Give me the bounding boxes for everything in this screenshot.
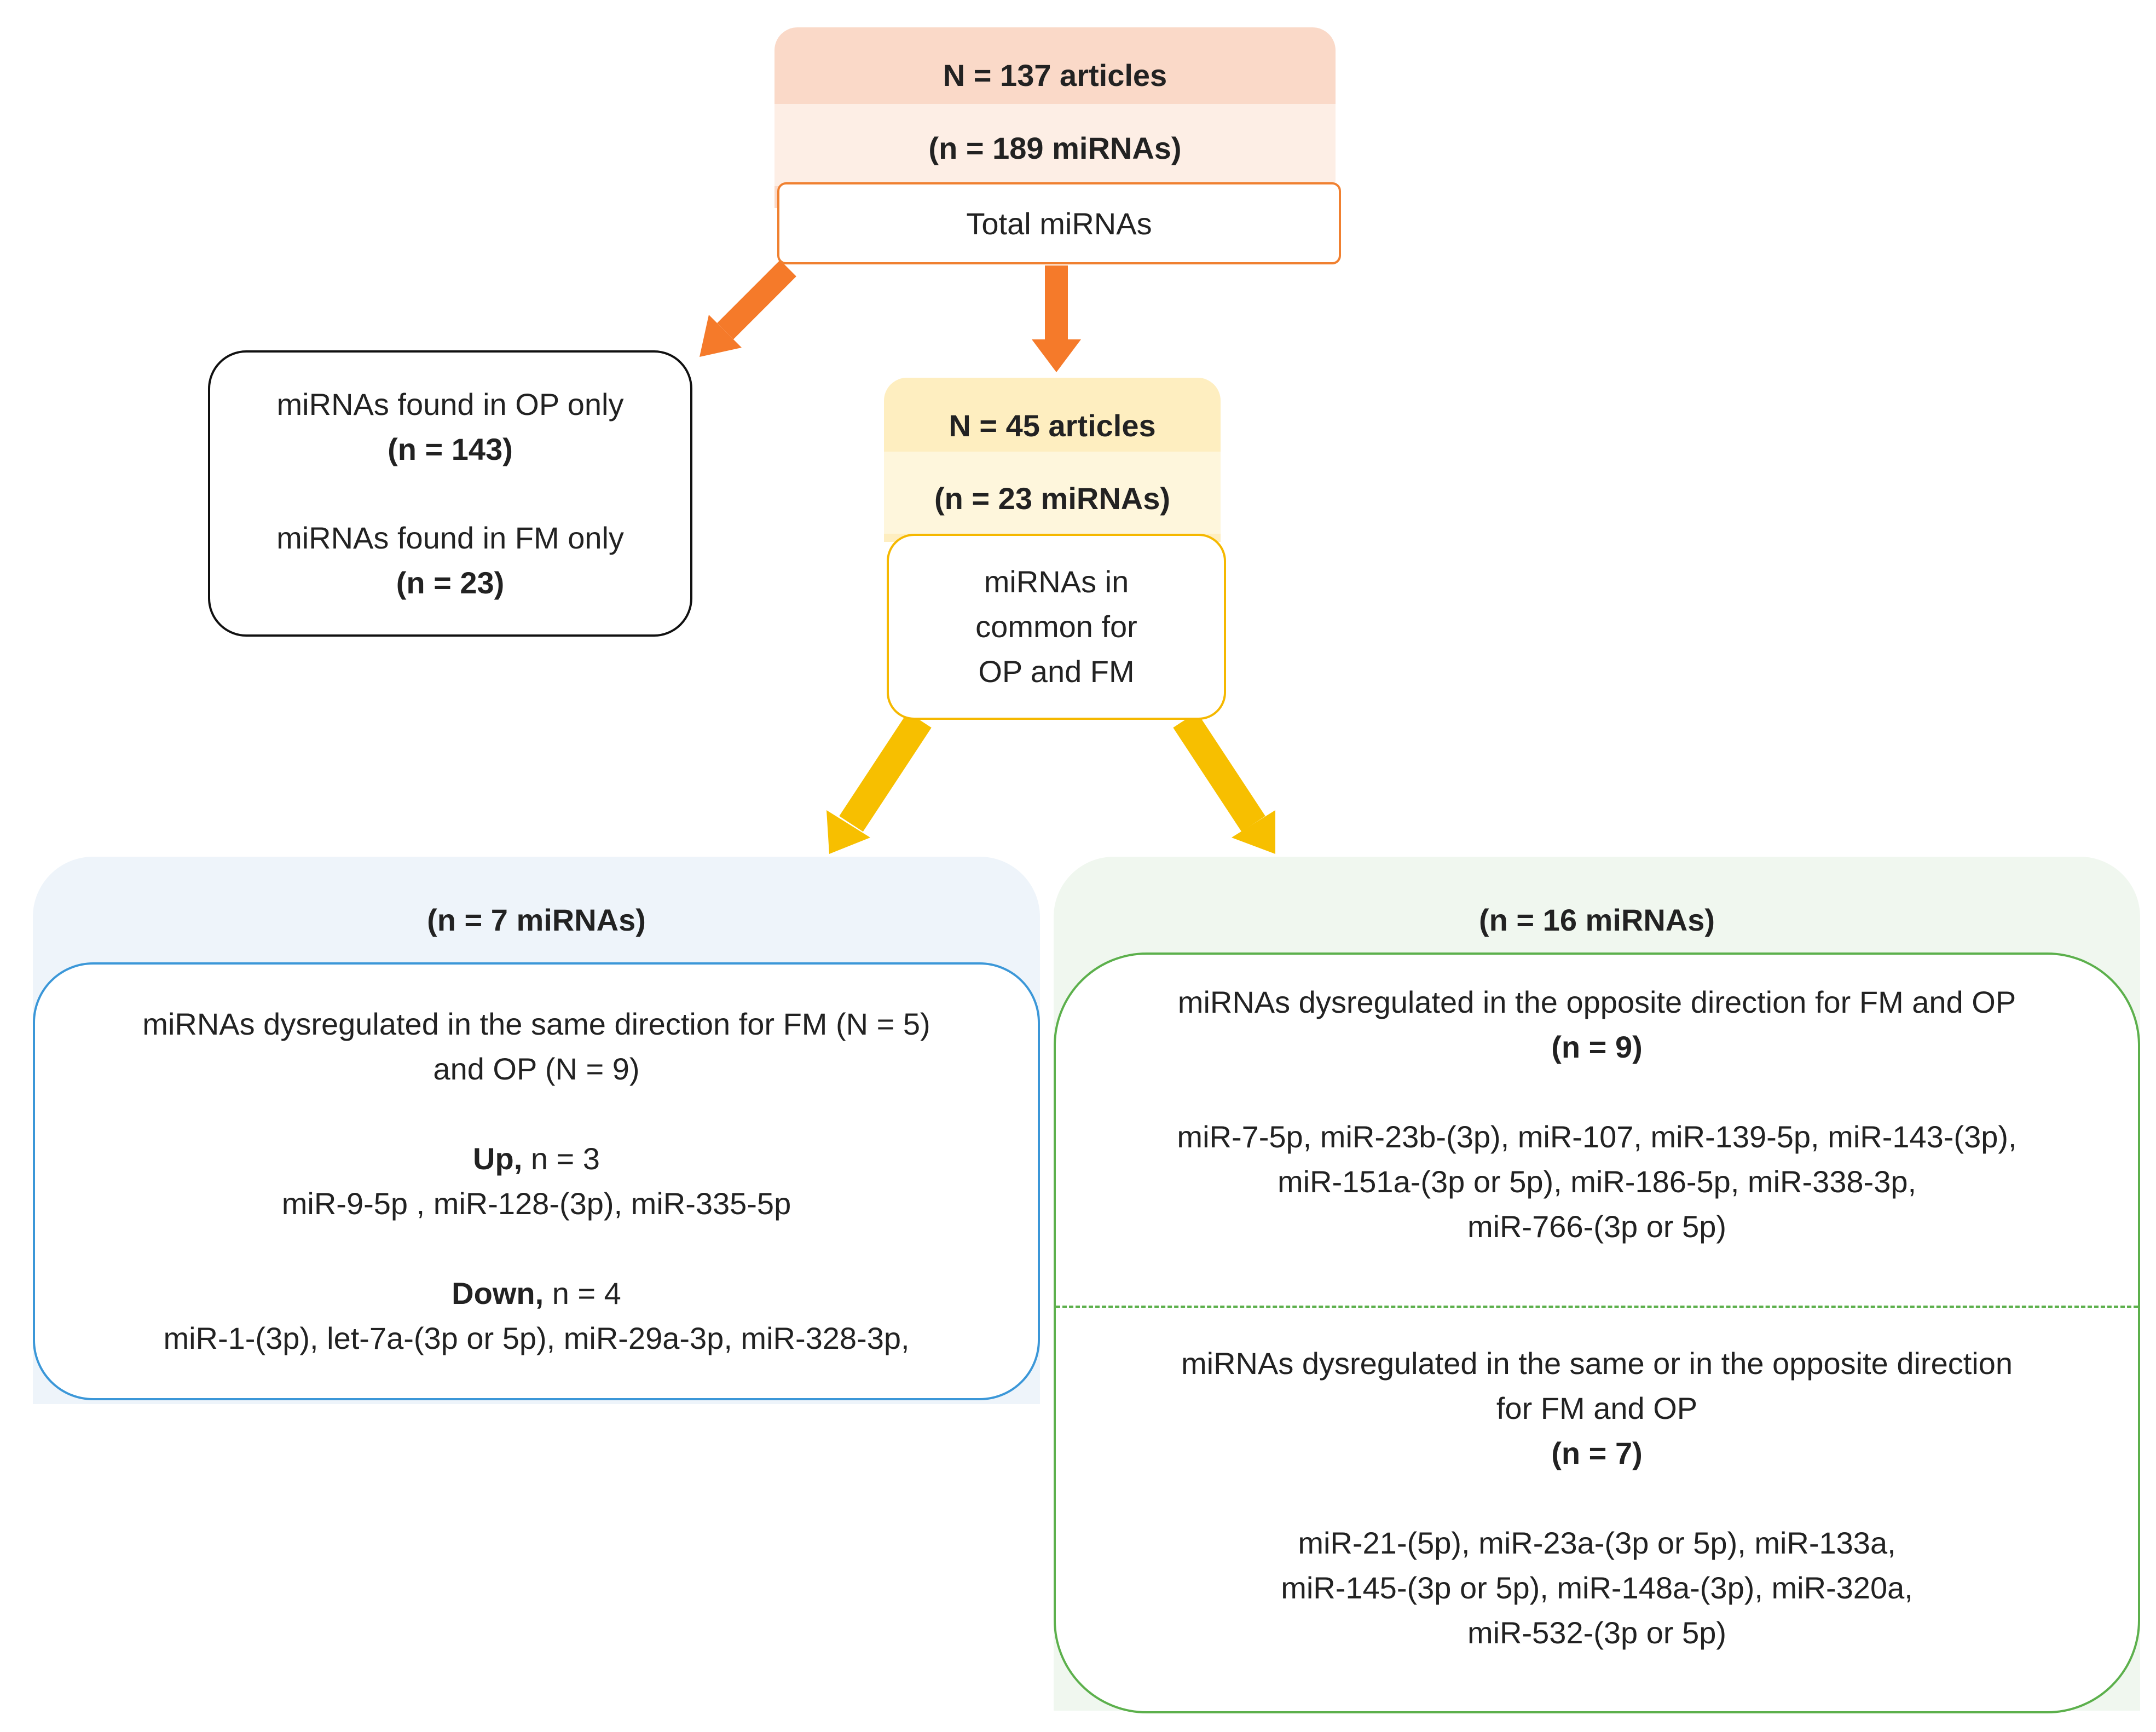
opposite-list-line1: miR-7-5p, miR-23b-(3p), miR-107, miR-139… — [1177, 1119, 2017, 1154]
op-only-count: (n = 143) — [388, 431, 513, 466]
mixed-count: (n = 7) — [1551, 1436, 1643, 1470]
fm-only-count: (n = 23) — [396, 565, 505, 600]
single-condition-box: miRNAs found in OP only (n = 143) miRNAs… — [208, 350, 692, 637]
total-mirnas-count: (n = 189 miRNAs) — [928, 130, 1182, 165]
common-mirnas-count: (n = 23 miRNAs) — [934, 481, 1170, 516]
opposite-direction-count: (n = 16 miRNAs) — [1479, 902, 1715, 937]
opposite-list-line2: miR-151a-(3p or 5p), miR-186-5p, miR-338… — [1277, 1164, 1917, 1199]
total-articles-count: N = 137 articles — [943, 58, 1167, 93]
up-regulated-header: Up, n = 3 — [473, 1136, 600, 1181]
up-regulated-list: miR-9-5p , miR-128-(3p), miR-335-5p — [281, 1186, 791, 1221]
section-divider — [1056, 1306, 2138, 1308]
fm-only-label: miRNAs found in FM only — [276, 520, 624, 555]
common-mirnas-band — [884, 452, 1221, 534]
common-label-line3: OP and FM — [978, 654, 1135, 689]
common-label-line2: common for — [975, 609, 1137, 644]
total-mirnas-band — [774, 104, 1336, 186]
arrow-total-to-only — [700, 260, 796, 357]
opposite-sub-count: (n = 9) — [1551, 1030, 1643, 1064]
down-regulated-list: miR-1-(3p), let-7a-(3p or 5p), miR-29a-3… — [163, 1321, 910, 1355]
common-mirnas-box: miRNAs in common for OP and FM — [887, 534, 1226, 720]
down-count: n = 4 — [552, 1276, 621, 1310]
arrow-common-to-same — [826, 712, 932, 854]
same-direction-count: (n = 7 miRNAs) — [427, 902, 646, 937]
mixed-desc-line1: miRNAs dysregulated in the same or in th… — [1181, 1346, 2013, 1381]
opposite-desc: miRNAs dysregulated in the opposite dire… — [1177, 985, 2016, 1019]
opposite-section: miRNAs dysregulated in the opposite dire… — [1054, 980, 2140, 1286]
up-label: Up, — [473, 1141, 523, 1176]
down-regulated-header: Down, n = 4 — [452, 1271, 621, 1316]
mixed-desc-line2: for FM and OP — [1496, 1391, 1698, 1425]
mixed-section: miRNAs dysregulated in the same or in th… — [1054, 1341, 2140, 1670]
mixed-list-line2: miR-145-(3p or 5p), miR-148a-(3p), miR-3… — [1281, 1571, 1913, 1605]
same-direction-desc-line2: and OP (N = 9) — [433, 1052, 640, 1086]
opposite-list-line3: miR-766-(3p or 5p) — [1467, 1209, 1727, 1244]
down-label: Down, — [452, 1276, 544, 1310]
common-label-line1: miRNAs in — [984, 564, 1129, 599]
arrow-common-to-opposite — [1173, 712, 1275, 854]
opposite-direction-box — [1054, 952, 2140, 1713]
same-direction-desc-line1: miRNAs dysregulated in the same directio… — [142, 1007, 930, 1041]
mixed-list-line1: miR-21-(5p), miR-23a-(3p or 5p), miR-133… — [1298, 1526, 1896, 1560]
arrow-total-to-common — [1032, 265, 1081, 372]
same-direction-box: miRNAs dysregulated in the same directio… — [33, 962, 1040, 1400]
up-count: n = 3 — [530, 1141, 600, 1176]
total-mirnas-box: Total miRNAs — [777, 182, 1341, 264]
common-articles-count: N = 45 articles — [949, 408, 1156, 443]
op-only-label: miRNAs found in OP only — [276, 386, 624, 422]
total-mirnas-label: Total miRNAs — [966, 206, 1152, 241]
mixed-list-line3: miR-532-(3p or 5p) — [1467, 1615, 1727, 1650]
